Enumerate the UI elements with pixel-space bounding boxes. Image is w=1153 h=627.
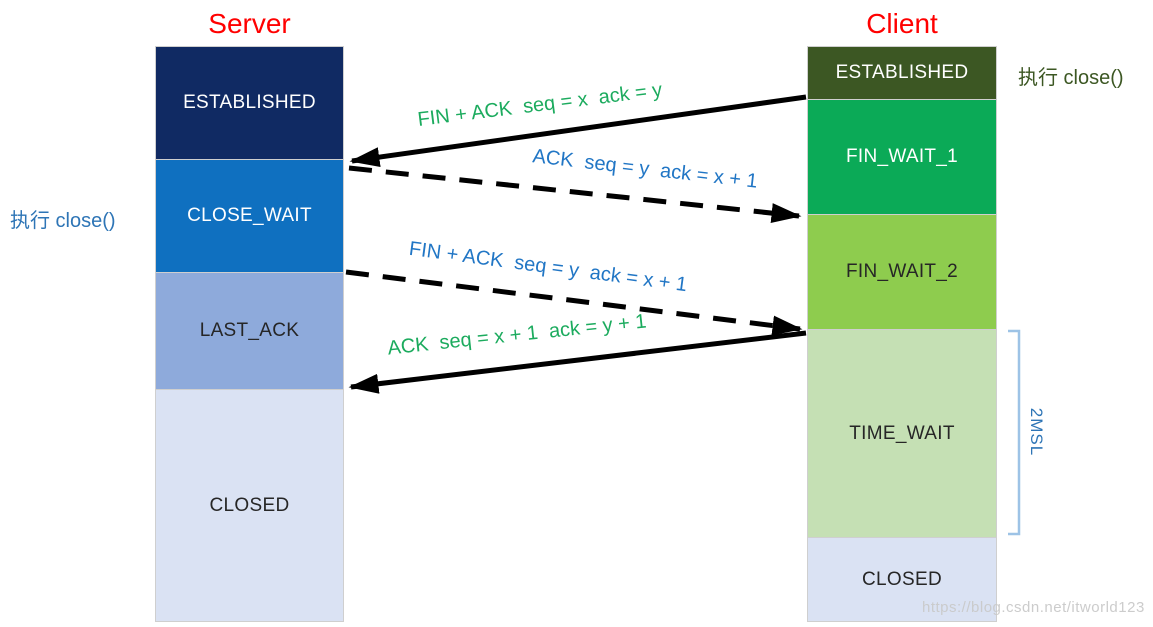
server-close-note: 执行 close(): [10, 210, 116, 232]
server-title: Server: [208, 8, 291, 39]
msl-duration-label: 2MSL: [1027, 407, 1046, 457]
client-close-note: 执行 close(): [1018, 67, 1124, 89]
client-state-fin-wait-1: FIN_WAIT_1: [807, 100, 997, 215]
server-state-column: ESTABLISHED CLOSE_WAIT LAST_ACK CLOSED: [155, 46, 344, 622]
client-state-established: ESTABLISHED: [807, 46, 997, 100]
msl-bracket: [1008, 329, 1021, 536]
message-label-ack-2: ACK seq = x + 1 ack = y + 1: [386, 310, 648, 360]
client-title: Client: [866, 8, 938, 39]
watermark: https://blog.csdn.net/itworld123: [922, 599, 1145, 616]
client-state-fin-wait-2: FIN_WAIT_2: [807, 215, 997, 330]
server-state-closed: CLOSED: [155, 390, 344, 622]
message-label-ack-1: ACK seq = y ack = x + 1: [531, 145, 759, 193]
client-state-closed: CLOSED: [807, 538, 997, 622]
message-label-fin-ack-2: FIN + ACK seq = y ack = x + 1: [407, 237, 689, 297]
server-state-established: ESTABLISHED: [155, 46, 344, 160]
client-state-column: ESTABLISHED FIN_WAIT_1 FIN_WAIT_2 TIME_W…: [807, 46, 997, 622]
message-label-fin-ack-1: FIN + ACK seq = x ack = y: [416, 79, 664, 131]
client-state-time-wait: TIME_WAIT: [807, 330, 997, 538]
server-state-close-wait: CLOSE_WAIT: [155, 160, 344, 273]
server-state-last-ack: LAST_ACK: [155, 273, 344, 390]
